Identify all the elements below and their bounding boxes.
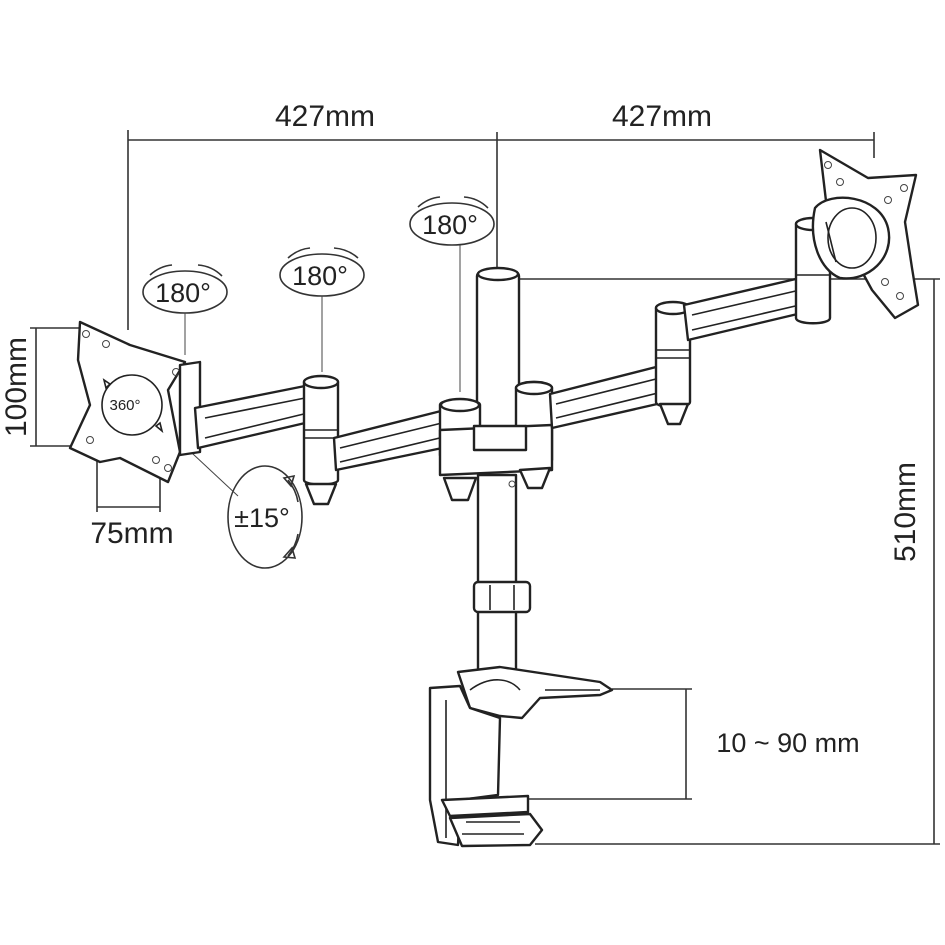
pole-height-label: 510mm xyxy=(889,462,922,562)
left-arm-width-label: 427mm xyxy=(275,100,375,133)
vesa-width-label: 75mm xyxy=(90,517,173,550)
left-head-rotation-label: 180° xyxy=(155,278,211,308)
desk-clamp xyxy=(428,665,614,848)
right-vesa-plate xyxy=(811,148,920,320)
clamp-range-label: 10 ~ 90 mm xyxy=(716,728,859,758)
center-rotation-label: 180° xyxy=(422,210,478,240)
left-head-rotation-callout xyxy=(142,264,228,355)
vesa-height-label: 100mm xyxy=(0,337,33,437)
tilt-callout xyxy=(177,439,303,569)
left-elbow-rotation-label: 180° xyxy=(292,261,348,291)
right-arm-width-label: 427mm xyxy=(612,100,712,133)
plate-spin-label: 360° xyxy=(109,397,140,414)
width-dimension-lines xyxy=(127,130,875,330)
clamp-range-dimension xyxy=(528,688,692,800)
right-arm xyxy=(548,216,832,430)
pole-height-dimension xyxy=(505,278,940,845)
center-rotation-callout xyxy=(409,196,495,392)
left-elbow-rotation-callout xyxy=(279,247,365,372)
left-vesa-plate xyxy=(68,320,187,484)
left-arm xyxy=(178,360,454,506)
center-pole xyxy=(438,266,554,687)
tilt-label: ±15° xyxy=(234,503,290,533)
